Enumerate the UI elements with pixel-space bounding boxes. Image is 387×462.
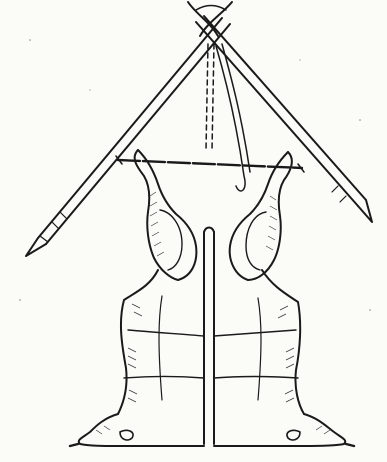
print-speckles	[19, 39, 371, 311]
hanging-rope	[206, 44, 250, 191]
carcass-body	[70, 150, 354, 446]
crossed-gambrel-sticks	[26, 2, 372, 256]
